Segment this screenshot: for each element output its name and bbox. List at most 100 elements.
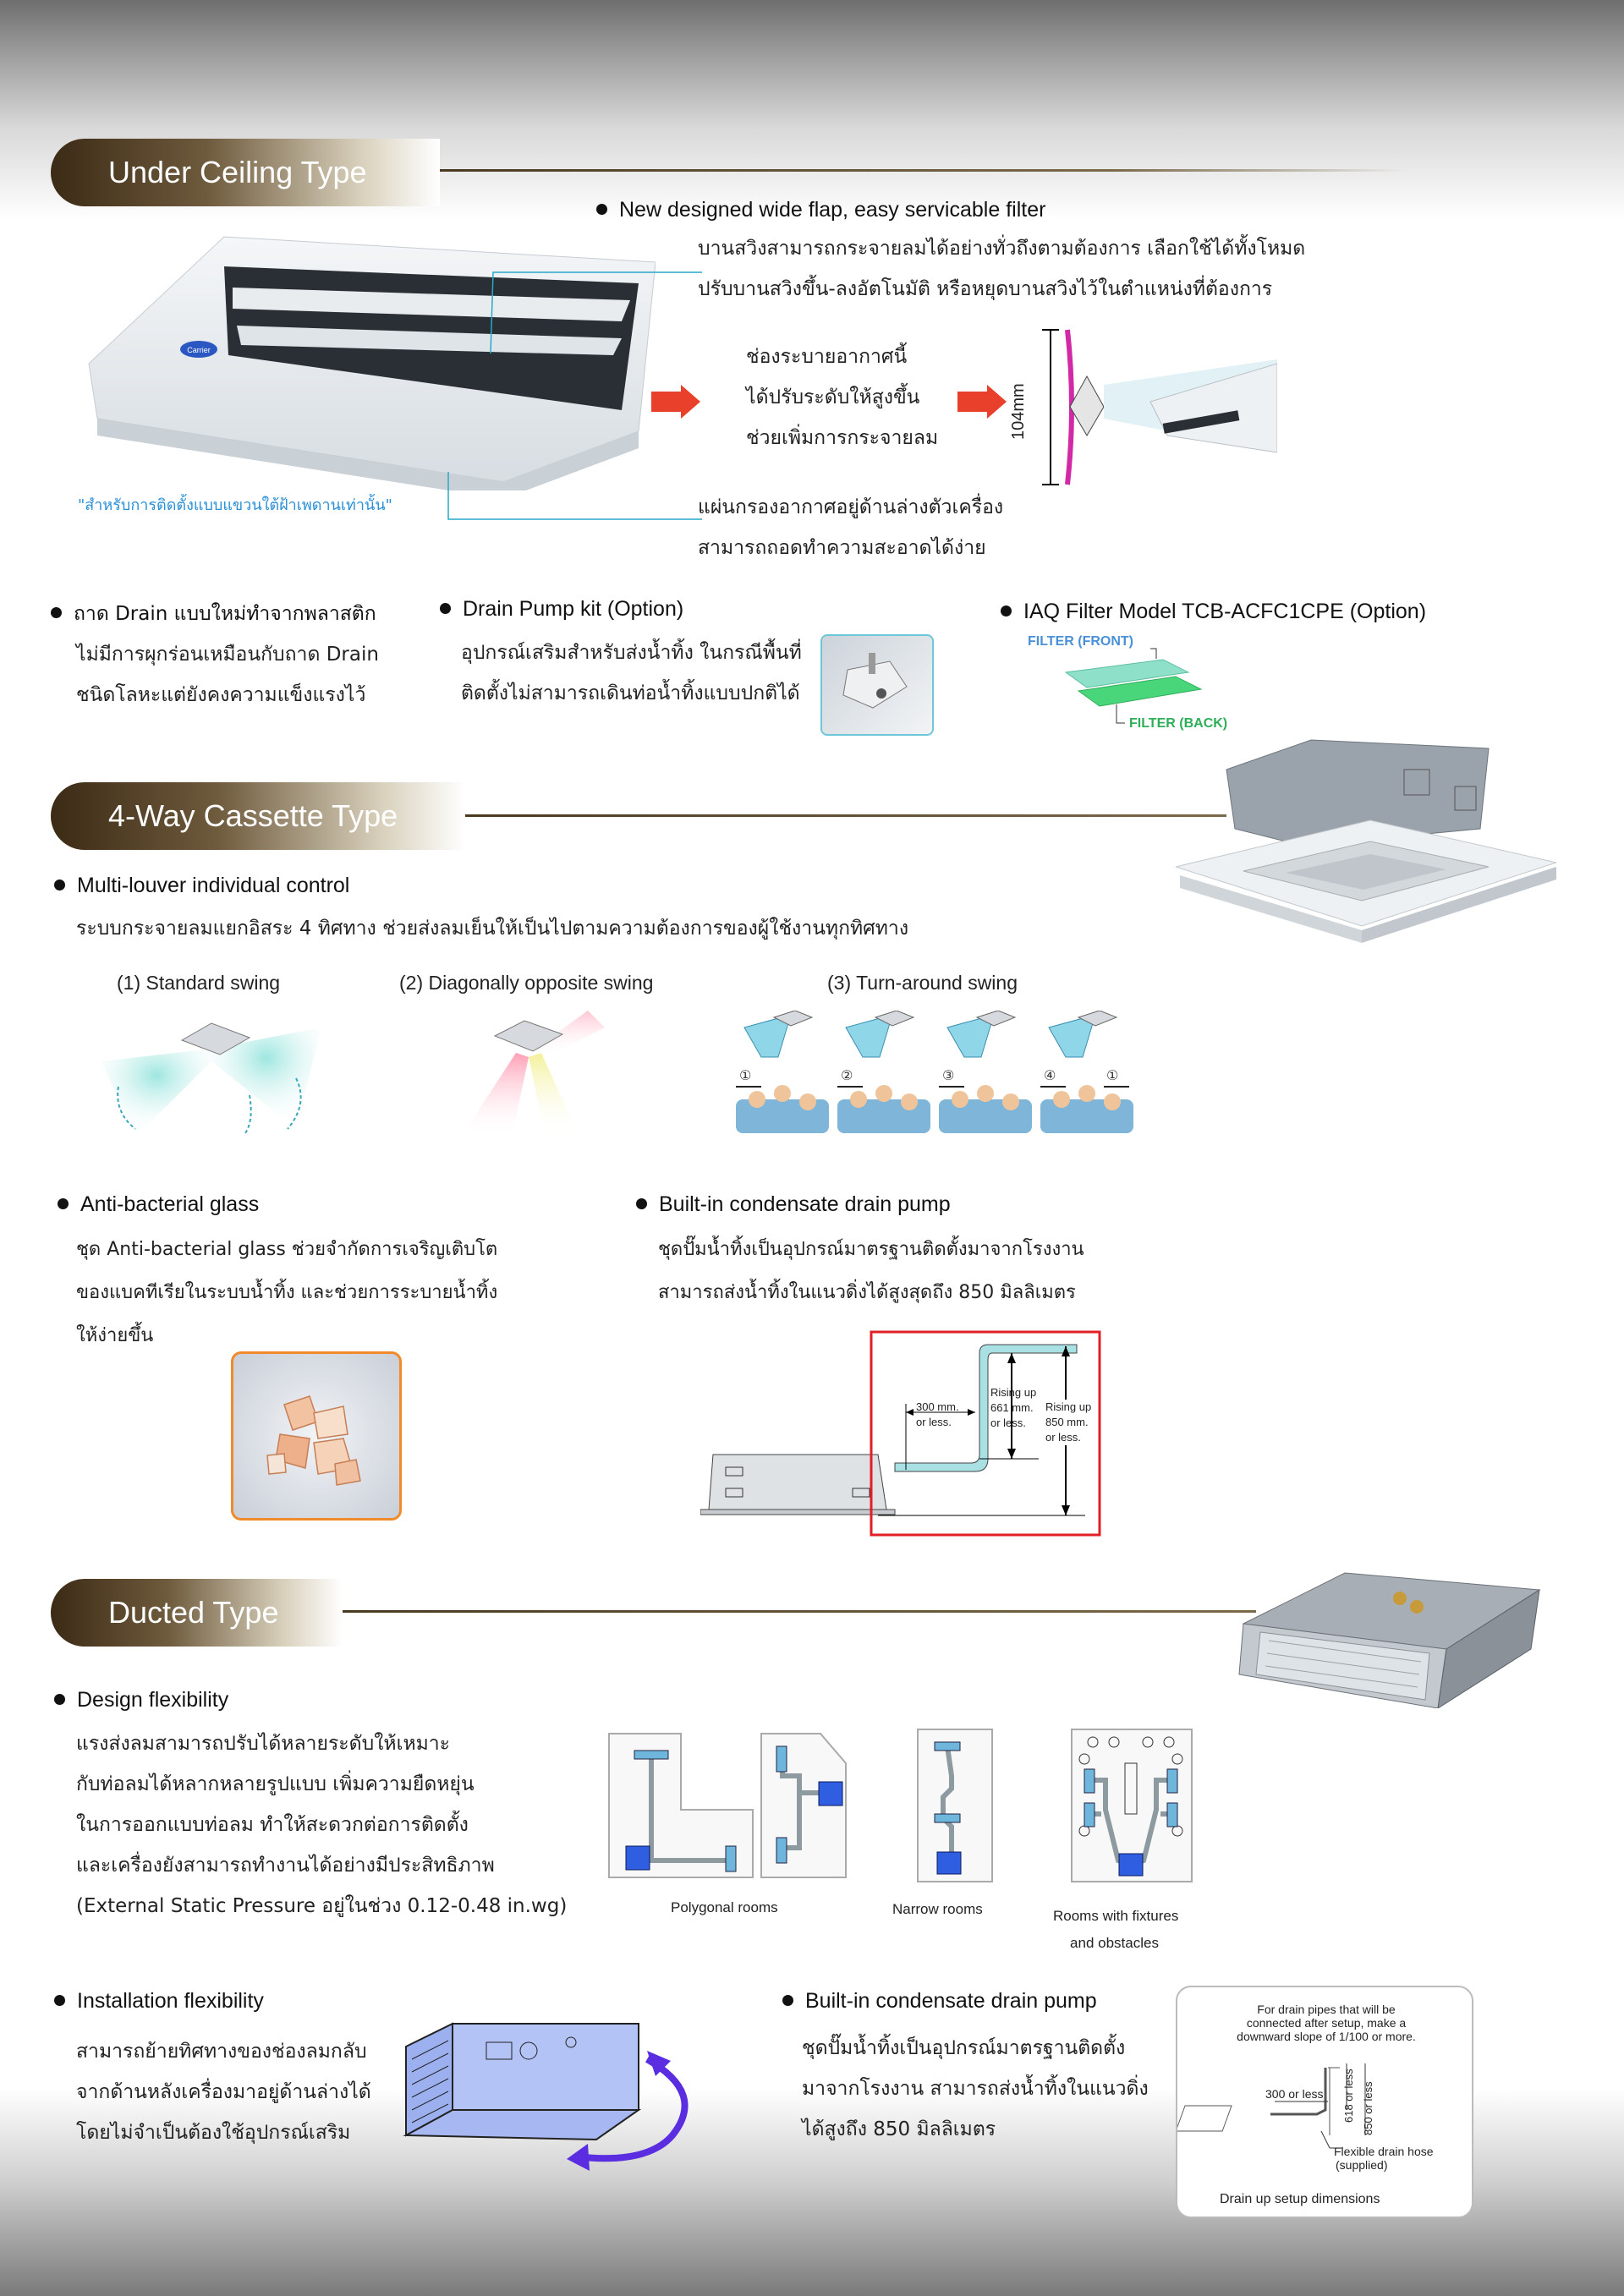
note-line: connected after setup, make a bbox=[1246, 2016, 1407, 2030]
standard-swing-image bbox=[102, 1022, 321, 1137]
drain-tray-description: ไม่มีการผุกร่อนเหมือนกับถาด Drain ชนิดโล… bbox=[76, 634, 379, 715]
label-line: Rooms with fixtures bbox=[1053, 1908, 1179, 1924]
anti-bacterial-description: ชุด Anti-bacterial glass ช่วยจำกัดการเจร… bbox=[76, 1228, 497, 1357]
drain-pump-kit-description: อุปกรณ์เสริมสำหรับส่งน้ำทิ้ง ในกรณีพื้นท… bbox=[461, 633, 802, 714]
horizontal-label: 300 or less bbox=[1265, 2087, 1324, 2101]
drain-diagram-graphics bbox=[700, 1330, 1101, 1537]
design-line: (External Static Pressure อยู่ในช่วง 0.1… bbox=[76, 1895, 568, 1917]
cassette-drain-pump-description: ชุดปั๊มน้ำทิ้งเป็นอุปกรณ์มาตรฐานติดตั้งม… bbox=[658, 1228, 1084, 1314]
cassette-drain-pump-heading: Built-in condensate drain pump bbox=[636, 1192, 951, 1217]
iaq-filter-image bbox=[1064, 648, 1203, 724]
section-title: Ducted Type bbox=[108, 1595, 279, 1630]
note-line: For drain pipes that will be bbox=[1257, 2003, 1396, 2016]
design-line: และเครื่องยังสามารถทำงานได้อย่างมีประสิท… bbox=[76, 1855, 495, 1877]
drain-pump-kit-heading-text: Drain Pump kit (Option) bbox=[463, 597, 684, 621]
feature-description: บานสวิงสามารถกระจายลมได้อย่างทั่วถึงตามต… bbox=[698, 228, 1305, 310]
feature-heading: New designed wide flap, easy servicable … bbox=[596, 198, 1045, 222]
drain-tray-heading: ถาด Drain แบบใหม่ทำจากพลาสติก bbox=[51, 599, 376, 629]
swing-step: ③ bbox=[942, 1067, 954, 1083]
anti-bacterial-line: ของแบคทีเรียในระบบน้ำทิ้ง และช่วยการระบา… bbox=[76, 1282, 498, 1303]
feature-heading-text: New designed wide flap, easy servicable … bbox=[619, 198, 1046, 222]
ducted-drain-pump-line: ชุดปั๊มน้ำทิ้งเป็นอุปกรณ์มาตรฐานติดตั้ง bbox=[802, 2037, 1126, 2059]
filter-back-label: FILTER (BACK) bbox=[1129, 716, 1228, 731]
vent-line: ได้ปรับระดับให้สูงขึ้น bbox=[746, 386, 920, 408]
swing-label-turnaround: (3) Turn-around swing bbox=[827, 972, 1018, 994]
cassette-drain-pump-heading-text: Built-in condensate drain pump bbox=[659, 1192, 951, 1216]
ducted-unit-image bbox=[1238, 1572, 1541, 1708]
polygonal-rooms-diagram bbox=[608, 1733, 847, 1878]
cassette-drain-pump-line: ชุดปั๊มน้ำทิ้งเป็นอุปกรณ์มาตรฐานติดตั้งม… bbox=[658, 1239, 1084, 1260]
anti-bacterial-heading: Anti-bacterial glass bbox=[58, 1192, 259, 1217]
drain-pump-kit-heading: Drain Pump kit (Option) bbox=[440, 597, 683, 622]
installation-flexibility-description: สามารถย้ายทิศทางของช่องลมกลับ จากด้านหลั… bbox=[76, 2031, 371, 2153]
multi-louver-description: ระบบกระจายลมแยกอิสระ 4 ทิศทาง ช่วยส่งลมเ… bbox=[76, 908, 908, 949]
flap-detail-image bbox=[1042, 329, 1277, 485]
vent-line: ช่องระบายอากาศนี้ bbox=[746, 346, 908, 368]
hose-label: Flexible drain hose (supplied) bbox=[1334, 2145, 1434, 2172]
section-divider bbox=[465, 814, 1226, 817]
callout-lines bbox=[447, 271, 702, 520]
description-line: บานสวิงสามารถกระจายลมได้อย่างทั่วถึงตามต… bbox=[698, 238, 1306, 260]
multi-louver-line: ระบบกระจายลมแยกอิสระ 4 ทิศทาง ช่วยส่งลมเ… bbox=[76, 918, 909, 940]
brand-logo: Carrier bbox=[187, 346, 211, 354]
under-ceiling-unit-image: Carrier bbox=[88, 236, 656, 490]
bullet-dot bbox=[782, 1994, 793, 2006]
label-line: Rising up bbox=[990, 1386, 1037, 1399]
ducted-drain-pump-description: ชุดปั๊มน้ำทิ้งเป็นอุปกรณ์มาตรฐานติดตั้ง … bbox=[802, 2028, 1149, 2150]
anti-bacterial-line: ชุด Anti-bacterial glass ช่วยจำกัดการเจร… bbox=[76, 1239, 498, 1260]
vent-line: ช่วยเพิ่มการกระจายลม bbox=[746, 427, 939, 449]
note-line: downward slope of 1/100 or more. bbox=[1237, 2030, 1416, 2043]
swing-step: ① bbox=[1106, 1067, 1118, 1083]
narrow-rooms-diagram bbox=[917, 1729, 993, 1882]
drain-setup-note: For drain pipes that will be connected a… bbox=[1177, 2003, 1475, 2043]
install-note: "สำหรับการติดตั้งแบบแขวนใต้ฝ้าเพดานเท่าน… bbox=[78, 496, 392, 514]
drain-setup-caption: Drain up setup dimensions bbox=[1220, 2192, 1380, 2206]
section-divider bbox=[440, 169, 1404, 172]
hose-line: Flexible drain hose bbox=[1334, 2145, 1434, 2158]
multi-louver-heading: Multi-louver individual control bbox=[54, 874, 349, 898]
ducted-drain-pump-heading: Built-in condensate drain pump bbox=[782, 1989, 1097, 2014]
cassette-unit-image bbox=[1176, 739, 1556, 943]
iaq-filter-heading: IAQ Filter Model TCB-ACFC1CPE (Option) bbox=[1001, 600, 1426, 624]
swing-step: ④ bbox=[1044, 1067, 1056, 1083]
diagonal-swing-image bbox=[461, 1011, 605, 1137]
label-line: or less. bbox=[916, 1416, 952, 1428]
dimension-label: 104mm bbox=[1009, 383, 1028, 440]
filter-line: สามารถถอดทำความสะอาดได้ง่าย bbox=[698, 537, 986, 559]
multi-louver-heading-text: Multi-louver individual control bbox=[77, 874, 350, 897]
design-line: ในการออกแบบท่อลม ทำให้สะดวกต่อการติดตั้ง bbox=[76, 1814, 469, 1836]
swing-step: ① bbox=[739, 1067, 751, 1083]
label-line: 850 mm. bbox=[1045, 1416, 1089, 1428]
cassette-drain-diagram: 300 mm. or less. Rising up 661 mm. or le… bbox=[700, 1328, 1102, 1539]
hose-line: (supplied) bbox=[1336, 2158, 1388, 2172]
turnaround-swing-image: ① ② ③ ④ ① bbox=[736, 1011, 1133, 1133]
rise-618-label: 618 or less bbox=[1342, 2069, 1355, 2123]
bullet-dot bbox=[440, 602, 451, 614]
drain-tray-line: ชนิดโลหะแต่ยังคงความแข็งแรงไว้ bbox=[76, 684, 366, 706]
swing-label-standard: (1) Standard swing bbox=[117, 972, 281, 994]
ducted-drain-pump-line: ได้สูงถึง 850 มิลลิเมตร bbox=[802, 2118, 996, 2140]
fixtures-rooms-diagram bbox=[1071, 1729, 1193, 1882]
installation-flexibility-heading-text: Installation flexibility bbox=[77, 1989, 264, 2013]
label-line: Rising up bbox=[1045, 1400, 1092, 1413]
drain-setup-box: For drain pipes that will be connected a… bbox=[1176, 1986, 1473, 2218]
horizontal-limit-label: 300 mm. or less. bbox=[916, 1400, 959, 1430]
drain-tray-heading-text: ถาด Drain แบบใหม่ทำจากพลาสติก bbox=[74, 603, 376, 625]
label-line: or less. bbox=[1045, 1431, 1081, 1444]
bullet-dot bbox=[54, 1994, 65, 2006]
narrow-rooms-label: Narrow rooms bbox=[892, 1901, 983, 1917]
arrow-right-icon bbox=[957, 385, 1007, 419]
installation-line: สามารถย้ายทิศทางของช่องลมกลับ bbox=[76, 2041, 367, 2063]
bullet-dot bbox=[596, 203, 607, 215]
swing-label-diagonal: (2) Diagonally opposite swing bbox=[399, 972, 654, 994]
drain-pump-kit-image bbox=[820, 634, 934, 736]
rise-850-label: Rising up 850 mm. or less. bbox=[1045, 1400, 1092, 1445]
bullet-dot bbox=[636, 1197, 647, 1209]
filter-front-label: FILTER (FRONT) bbox=[1028, 634, 1134, 649]
drain-pump-kit-line: อุปกรณ์เสริมสำหรับส่งน้ำทิ้ง ในกรณีพื้นท… bbox=[461, 642, 802, 664]
anti-bacterial-heading-text: Anti-bacterial glass bbox=[80, 1192, 260, 1216]
bullet-dot bbox=[54, 1693, 65, 1705]
ducted-drain-pump-line: มาจากโรงงาน สามารถส่งน้ำทิ้งในแนวดิ่ง bbox=[802, 2078, 1149, 2100]
ducted-drain-pump-heading-text: Built-in condensate drain pump bbox=[805, 1989, 1097, 2013]
section-banner-under-ceiling: Under Ceiling Type bbox=[51, 139, 440, 206]
